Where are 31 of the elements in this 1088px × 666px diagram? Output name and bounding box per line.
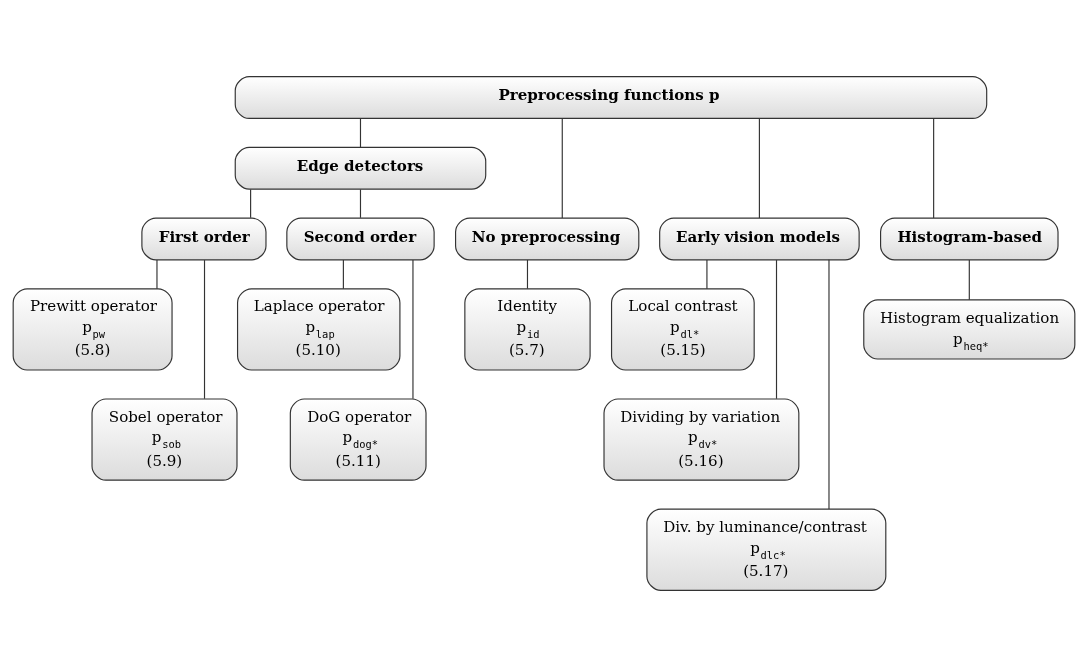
node-box: Histogram-based [880, 217, 1059, 260]
node-box: Prewitt operator p$_{pw}$ (5.8) [12, 287, 173, 371]
connector [359, 188, 362, 218]
node-box: Sobel operator p$_{sob}$ (5.9) [91, 397, 238, 481]
connector [561, 117, 563, 219]
node-box: Preprocessing functions p [234, 75, 988, 119]
connector [526, 258, 529, 289]
node-box: Laplace operator p$_{lap}$ (5.10) [237, 287, 401, 371]
connector [968, 258, 970, 300]
node-box: No preprocessing [455, 217, 640, 260]
connector [775, 259, 778, 399]
connector [156, 258, 158, 289]
node-box: Local contrast p$_{dl*}$ (5.15) [610, 287, 755, 371]
connector [706, 258, 708, 289]
node-box: Second order [286, 217, 435, 260]
connector [828, 258, 830, 510]
node-box: Early vision models [659, 217, 860, 260]
node-box: Dividing by variation p$_{dv*}$ (5.16) [603, 397, 800, 481]
connector [250, 188, 252, 218]
connector [342, 258, 344, 289]
connector [933, 117, 935, 219]
node-box: DoG operator p$_{dog*}$ (5.11) [289, 397, 427, 481]
node-box: Edge detectors [234, 146, 487, 190]
connector [359, 117, 362, 148]
node-box: Histogram equalization p$_{heq*}$ [863, 298, 1076, 360]
connector [412, 259, 414, 399]
connector [203, 259, 206, 399]
node-box: First order [141, 217, 267, 260]
node-box: Identity p$_{id}$ (5.7) [464, 287, 591, 371]
node-box: Div. by luminance/contrast p$_{dlc*}$ (5.17) [646, 508, 887, 591]
connector [758, 117, 760, 219]
